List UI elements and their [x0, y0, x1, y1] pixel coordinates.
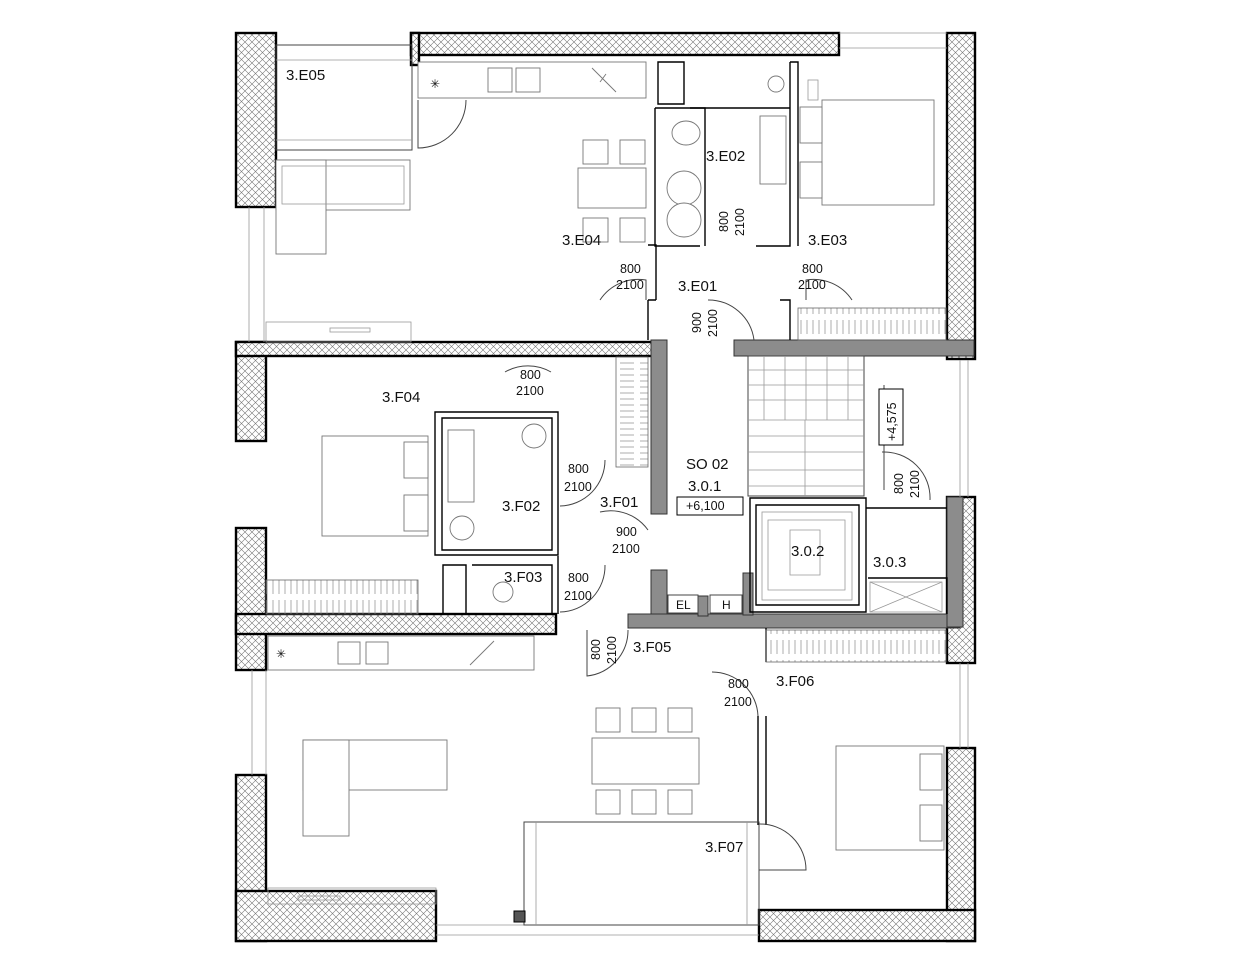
room-f03-label: 3.F03 — [504, 569, 542, 586]
room-f07-label: 3.F07 — [705, 839, 743, 856]
door-height: 2100 — [516, 384, 544, 398]
door-width: 800 — [568, 462, 589, 476]
door-height: 2100 — [564, 589, 592, 603]
svg-text:✳: ✳ — [276, 647, 286, 661]
exterior-walls — [234, 31, 977, 943]
door-width: 800 — [892, 473, 906, 494]
door-width: 900 — [616, 525, 637, 539]
shaft-h-label: H — [722, 598, 731, 612]
stairs — [747, 355, 885, 497]
door-width: 800 — [802, 262, 823, 276]
door-width: 800 — [589, 639, 603, 660]
door-width: 800 — [717, 211, 731, 232]
room-e01-label: 3.E01 — [678, 278, 717, 295]
door-swings — [417, 99, 931, 871]
door-height: 2100 — [564, 480, 592, 494]
room-301-label: 3.0.1 — [688, 478, 721, 495]
room-labels: 3.E05 3.E04 3.E02 3.E03 3.E01 3.F04 3.F0… — [286, 67, 906, 856]
room-e02-label: 3.E02 — [706, 148, 745, 165]
shaft-el-label: EL — [676, 598, 691, 612]
room-f06-label: 3.F06 — [776, 673, 814, 690]
balcony-bottom — [513, 821, 760, 926]
room-302-label: 3.0.2 — [791, 543, 824, 560]
balcony-top — [275, 44, 413, 151]
door-height: 2100 — [612, 542, 640, 556]
door-dimensions: 800 2100 800 2100 800 2100 800 2100 900 … — [516, 208, 922, 709]
room-303-label: 3.0.3 — [873, 554, 906, 571]
door-height: 2100 — [798, 278, 826, 292]
level-main: +6,100 — [686, 499, 725, 513]
door-width: 800 — [520, 368, 541, 382]
room-f04-label: 3.F04 — [382, 389, 420, 406]
room-f01-label: 3.F01 — [600, 494, 638, 511]
furniture-e: ✳ — [265, 61, 935, 343]
interior-walls — [434, 61, 948, 825]
door-height: 2100 — [733, 208, 747, 236]
level-markers: +6,100 +4,575 — [676, 388, 904, 516]
core-walls — [627, 339, 975, 629]
shaft-labels: EL H — [667, 594, 743, 614]
door-width: 800 — [620, 262, 641, 276]
level-stair: +4,575 — [885, 402, 899, 441]
door-height: 2100 — [908, 470, 922, 498]
door-height: 2100 — [616, 278, 644, 292]
closets — [265, 307, 947, 663]
svg-text:✳: ✳ — [430, 77, 440, 91]
room-e03-label: 3.E03 — [808, 232, 847, 249]
door-height: 2100 — [706, 309, 720, 337]
door-height: 2100 — [605, 636, 619, 664]
door-width: 800 — [728, 677, 749, 691]
door-height: 2100 — [724, 695, 752, 709]
door-width: 900 — [690, 312, 704, 333]
windows — [248, 32, 969, 936]
elevator — [761, 511, 943, 613]
door-width: 800 — [568, 571, 589, 585]
room-e05-label: 3.E05 — [286, 67, 325, 84]
so02-label: SO 02 — [686, 456, 729, 473]
furniture-f: ✳ — [267, 423, 945, 905]
room-f02-label: 3.F02 — [502, 498, 540, 515]
room-e04-label: 3.E04 — [562, 232, 601, 249]
room-f05-label: 3.F05 — [633, 639, 671, 656]
